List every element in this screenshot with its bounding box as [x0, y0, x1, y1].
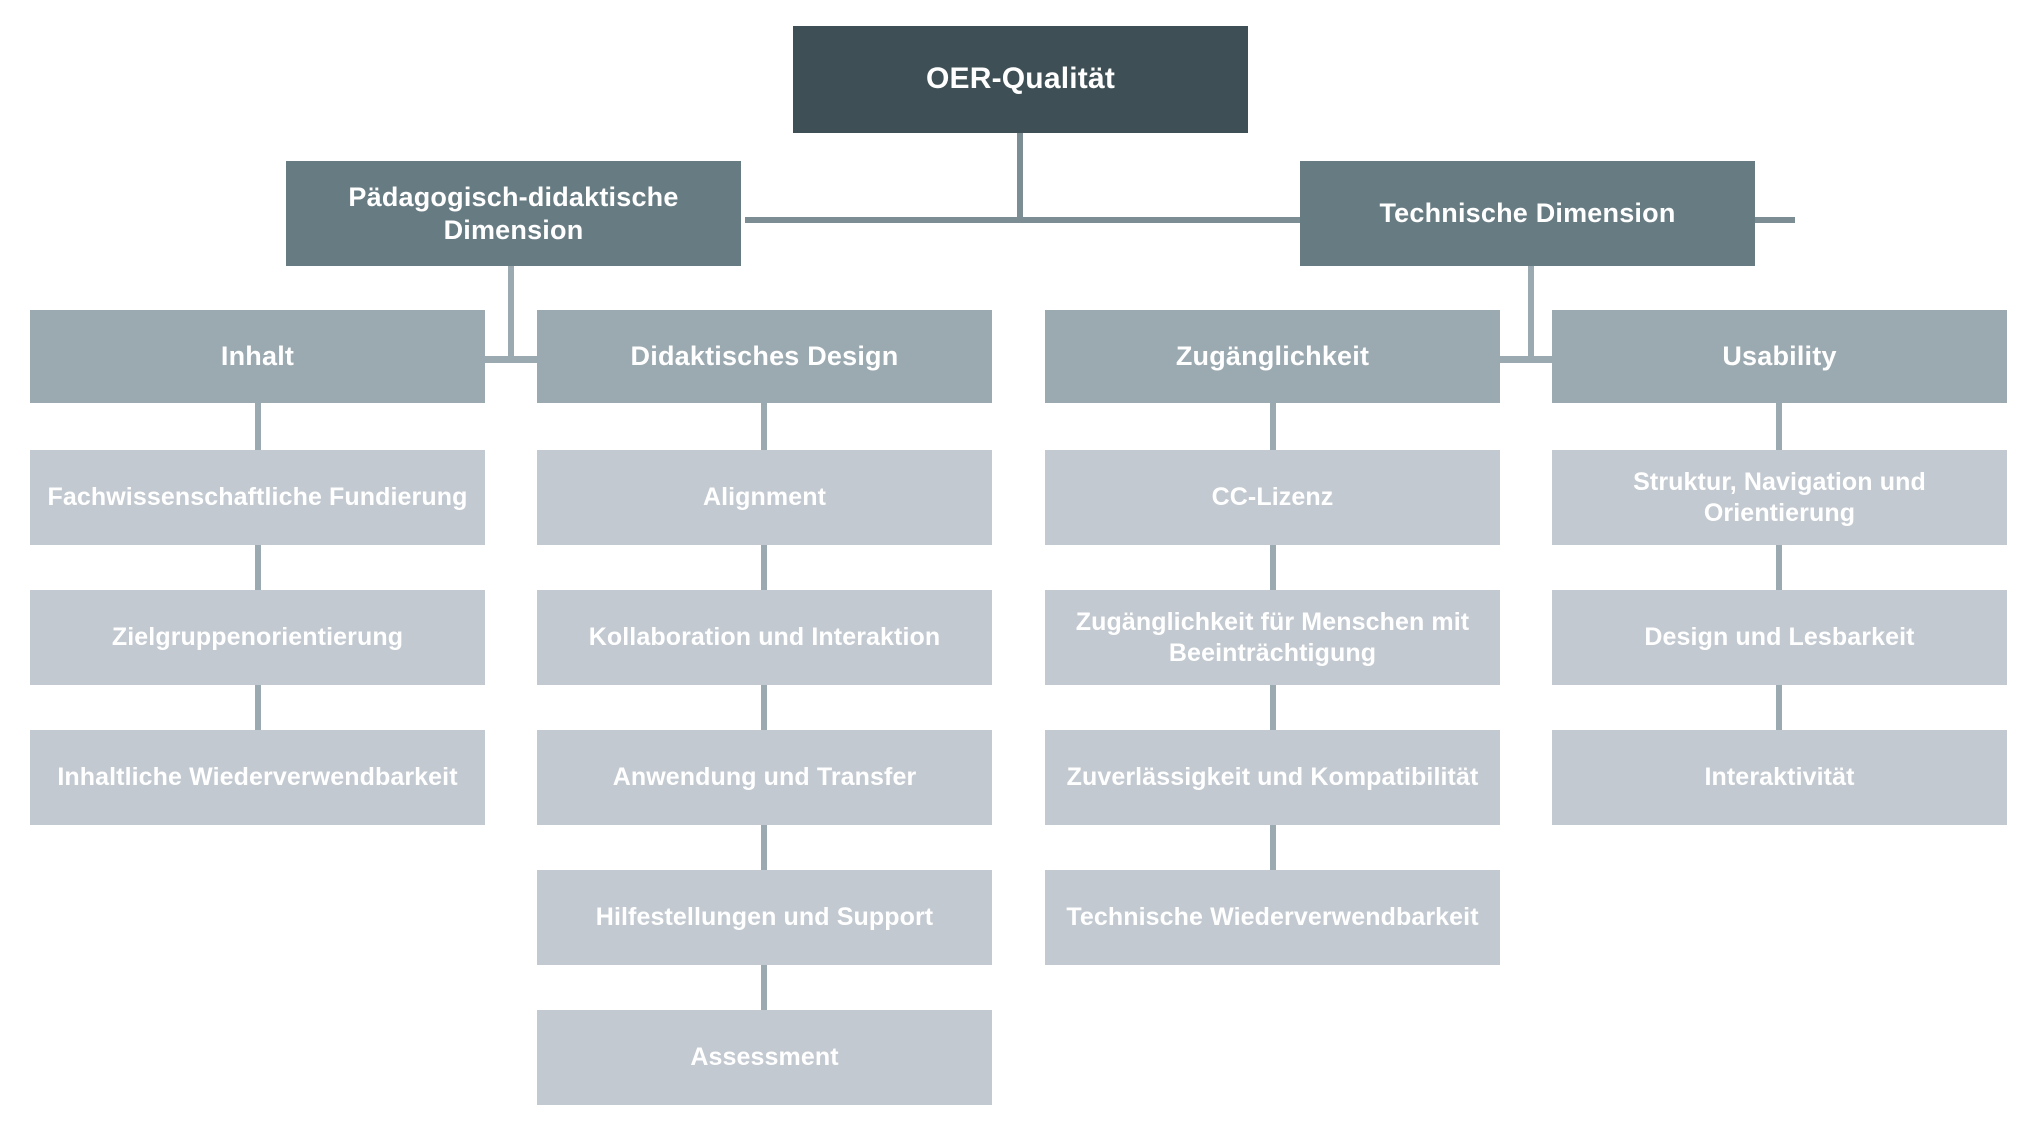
node-criterion-didaktisches-design-3[interactable]: Anwendung und Transfer: [537, 730, 992, 825]
connector-col1-stem-2: [255, 540, 261, 590]
node-dimension-paedagogisch-didaktisch[interactable]: Pädagogisch-didaktische Dimension: [286, 161, 741, 266]
node-criterion-usability-1[interactable]: Struktur, Navigation und Orientierung: [1552, 450, 2007, 545]
connector-col4-stem-1: [1776, 400, 1782, 454]
node-criterion-didaktisches-design-4[interactable]: Hilfestellungen und Support: [537, 870, 992, 965]
connector-dimension-horizontal: [745, 217, 1795, 223]
connector-col3-stem-4: [1270, 820, 1276, 870]
connector-col4-stem-3: [1776, 680, 1782, 730]
node-criterion-label: Kollaboration und Interaktion: [588, 623, 941, 652]
node-criterion-zugaenglichkeit-3[interactable]: Zuverlässigkeit und Kompatibilität: [1045, 730, 1500, 825]
node-criterion-didaktisches-design-5[interactable]: Assessment: [537, 1010, 992, 1105]
connector-tech-horizontal: [1250, 356, 1810, 363]
node-dimension-label-0: Pädagogisch-didaktische Dimension: [348, 181, 679, 245]
node-criterion-didaktisches-design-2[interactable]: Kollaboration und Interaktion: [537, 590, 992, 685]
node-criterion-label: Anwendung und Transfer: [612, 763, 917, 792]
connector-col2-stem-2: [761, 540, 767, 590]
connector-col1-stem-1: [255, 400, 261, 454]
node-criterion-label: Design und Lesbarkeit: [1644, 623, 1915, 652]
node-criterion-inhalt-3[interactable]: Inhaltliche Wiederverwendbarkeit: [30, 730, 485, 825]
node-dimension-technische[interactable]: Technische Dimension: [1300, 161, 1755, 266]
connector-col3-stem-3: [1270, 680, 1276, 730]
connector-col2-stem-4: [761, 820, 767, 870]
node-criterion-label: Alignment: [702, 483, 827, 512]
connector-col2-stem-5: [761, 960, 767, 1010]
node-category-label-2: Zugänglichkeit: [1175, 341, 1370, 372]
node-criterion-zugaenglichkeit-2[interactable]: Zugänglichkeit für Menschen mit Beeinträ…: [1045, 590, 1500, 685]
node-category-inhalt[interactable]: Inhalt: [30, 310, 485, 403]
node-criterion-label: Inhaltliche Wiederverwendbarkeit: [57, 763, 458, 792]
node-criterion-usability-2[interactable]: Design und Lesbarkeit: [1552, 590, 2007, 685]
node-category-zugaenglichkeit[interactable]: Zugänglichkeit: [1045, 310, 1500, 403]
node-criterion-label: Hilfestellungen und Support: [595, 903, 934, 932]
node-root-oer-qualitaet[interactable]: OER-Qualität: [793, 26, 1248, 133]
node-criterion-label: Zuverlässigkeit und Kompatibilität: [1066, 763, 1479, 792]
connector-root-vertical: [1017, 132, 1023, 220]
connector-col2-stem-1: [761, 400, 767, 454]
connector-col3-stem-1: [1270, 400, 1276, 454]
node-criterion-didaktisches-design-1[interactable]: Alignment: [537, 450, 992, 545]
node-criterion-label: Technische Wiederverwendbarkeit: [1066, 903, 1479, 932]
connector-col1-stem-3: [255, 680, 261, 730]
node-criterion-label: Fachwissenschaftliche Fundierung: [47, 483, 468, 512]
node-criterion-inhalt-2[interactable]: Zielgruppenorientierung: [30, 590, 485, 685]
node-category-usability[interactable]: Usability: [1552, 310, 2007, 403]
node-criterion-zugaenglichkeit-1[interactable]: CC-Lizenz: [1045, 450, 1500, 545]
node-criterion-label: Assessment: [690, 1043, 839, 1072]
node-criterion-label: Zugänglichkeit für Menschen mit Beeinträ…: [1075, 608, 1470, 667]
connector-col3-stem-2: [1270, 540, 1276, 590]
node-criterion-usability-3[interactable]: Interaktivität: [1552, 730, 2007, 825]
node-category-label-1: Didaktisches Design: [630, 341, 899, 372]
connector-tech-vertical: [1528, 265, 1534, 360]
node-criterion-label: CC-Lizenz: [1211, 483, 1334, 512]
node-criterion-label: Struktur, Navigation und Orientierung: [1633, 468, 1926, 527]
node-criterion-zugaenglichkeit-4[interactable]: Technische Wiederverwendbarkeit: [1045, 870, 1500, 965]
connector-col4-stem-2: [1776, 540, 1782, 590]
node-criterion-label: Zielgruppenorientierung: [111, 623, 404, 652]
node-category-label-3: Usability: [1722, 341, 1837, 372]
node-category-label-0: Inhalt: [220, 341, 295, 372]
node-category-didaktisches-design[interactable]: Didaktisches Design: [537, 310, 992, 403]
connector-col2-stem-3: [761, 680, 767, 730]
connector-paed-horizontal: [230, 356, 790, 363]
connector-paed-vertical: [508, 265, 514, 360]
node-criterion-inhalt-1[interactable]: Fachwissenschaftliche Fundierung: [30, 450, 485, 545]
node-criterion-label: Interaktivität: [1704, 763, 1855, 792]
node-dimension-label-1: Technische Dimension: [1379, 198, 1676, 229]
node-root-label: OER-Qualität: [925, 62, 1116, 96]
